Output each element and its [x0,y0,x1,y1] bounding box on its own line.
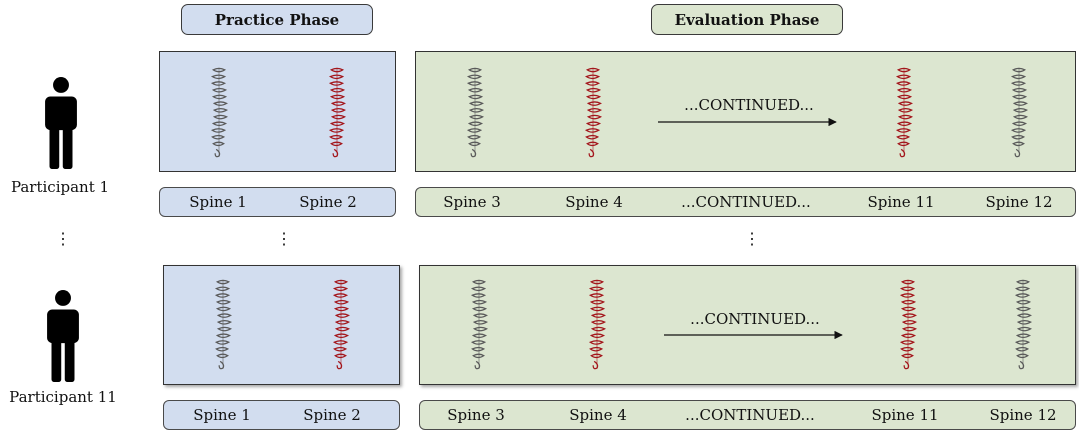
spine-icon [325,66,349,158]
spine-icon [896,278,920,370]
spine-label: Spine 11 [871,406,938,424]
continued-text: ...CONTINUED... [690,310,820,328]
participant-label: Participant 11 [9,388,117,406]
spine-icon [467,278,491,370]
spine-icon [892,66,916,158]
spine-label: Spine 2 [303,406,361,424]
practice-panel [163,265,400,385]
practice-spine-labels: Spine 1 Spine 2 [163,400,400,430]
spine-label: Spine 3 [447,406,505,424]
spine-label: Spine 11 [867,193,934,211]
spine-label: Spine 12 [989,406,1056,424]
person-icon [40,290,86,382]
spine-label: Spine 3 [443,193,501,211]
spine-icon [207,66,231,158]
spine-icon [211,278,235,370]
evaluation-panel: ...CONTINUED... [419,265,1076,385]
spine-icon [1007,66,1031,158]
spine-label: Spine 2 [299,193,357,211]
evaluation-phase-label: Evaluation Phase [651,4,843,35]
person-icon [38,77,84,169]
evaluation-panel: ...CONTINUED... [415,51,1076,172]
spine-label: Spine 4 [565,193,623,211]
spine-icon [1011,278,1035,370]
arrow-icon [662,329,848,341]
spine-label: Spine 1 [189,193,247,211]
spine-label: ...CONTINUED... [681,193,811,211]
spine-label: Spine 12 [985,193,1052,211]
vertical-ellipsis: ⋮ [276,231,292,247]
evaluation-spine-labels: Spine 3 Spine 4 ...CONTINUED... Spine 11… [419,400,1076,430]
participant-label: Participant 1 [11,178,109,196]
continued-text: ...CONTINUED... [684,96,814,114]
arrow-icon [656,116,842,128]
vertical-ellipsis: ⋮ [744,231,760,247]
spine-icon [581,66,605,158]
spine-label: ...CONTINUED... [685,406,815,424]
spine-icon [329,278,353,370]
practice-panel [159,51,396,172]
spine-icon [463,66,487,158]
spine-label: Spine 1 [193,406,251,424]
practice-phase-label: Practice Phase [181,4,373,35]
practice-spine-labels: Spine 1 Spine 2 [159,187,396,217]
spine-label: Spine 4 [569,406,627,424]
evaluation-spine-labels: Spine 3 Spine 4 ...CONTINUED... Spine 11… [415,187,1076,217]
vertical-ellipsis: ⋮ [55,231,71,247]
spine-icon [585,278,609,370]
